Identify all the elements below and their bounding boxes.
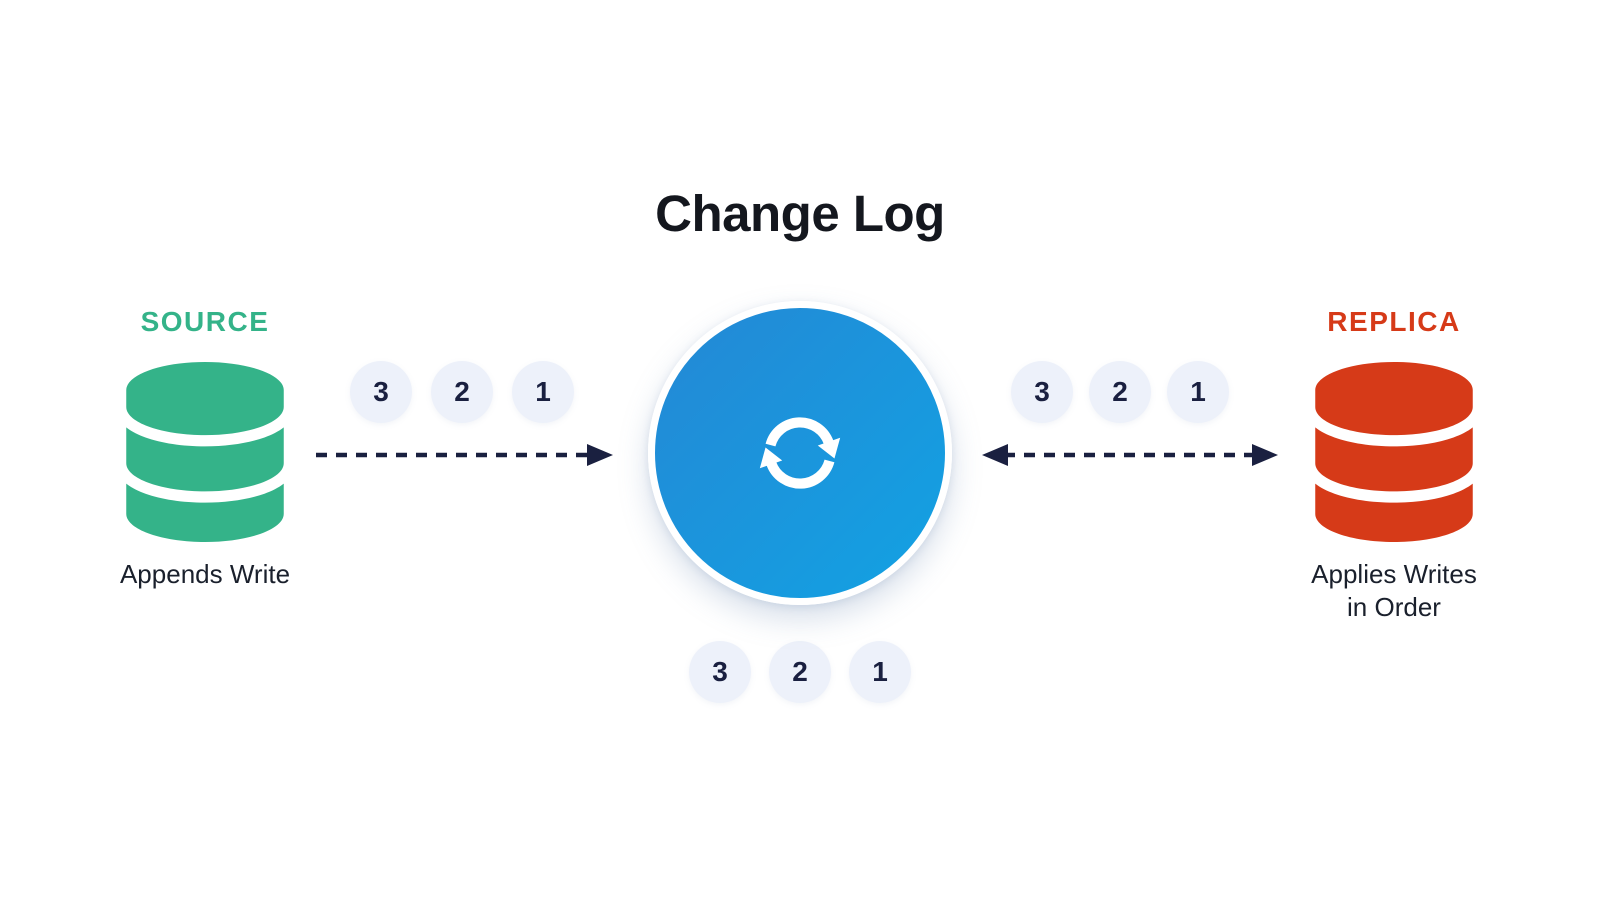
source-label: SOURCE bbox=[140, 306, 270, 337]
badge-left-2: 2 bbox=[431, 361, 493, 423]
source-section: SOURCE Appends Write bbox=[95, 306, 315, 591]
source-caption: Appends Write bbox=[119, 559, 291, 589]
badge-label: 1 bbox=[872, 656, 888, 687]
dashed-arrow-double-icon bbox=[982, 444, 1278, 466]
replica-database-icon bbox=[1315, 362, 1473, 542]
badge-label: 2 bbox=[1112, 376, 1128, 407]
dashed-arrow-right-icon bbox=[316, 444, 613, 466]
badge-left-3: 3 bbox=[350, 361, 412, 423]
badge-label: 1 bbox=[535, 376, 551, 407]
badge-right-1: 1 bbox=[1167, 361, 1229, 423]
replica-section: REPLICA Applies Writes in Order bbox=[1284, 306, 1504, 624]
badge-left-1: 1 bbox=[512, 361, 574, 423]
badge-label: 2 bbox=[454, 376, 470, 407]
replica-caption-line2: in Order bbox=[1347, 592, 1441, 622]
badge-label: 2 bbox=[792, 656, 808, 687]
badge-label: 3 bbox=[1034, 376, 1050, 407]
badge-bottom-3: 3 bbox=[689, 641, 751, 703]
badge-bottom-1: 1 bbox=[849, 641, 911, 703]
replica-label: REPLICA bbox=[1327, 306, 1461, 337]
badge-right-3: 3 bbox=[1011, 361, 1073, 423]
change-log-hub bbox=[648, 301, 952, 605]
page-title: Change Log bbox=[655, 185, 945, 242]
badge-label: 3 bbox=[712, 656, 728, 687]
badge-right-2: 2 bbox=[1089, 361, 1151, 423]
sync-icon bbox=[759, 417, 841, 489]
badge-label: 3 bbox=[373, 376, 389, 407]
replica-caption: Applies Writes in Order bbox=[1284, 558, 1504, 624]
badge-bottom-2: 2 bbox=[769, 641, 831, 703]
badge-label: 1 bbox=[1190, 376, 1206, 407]
source-database-icon bbox=[126, 362, 284, 542]
replica-caption-line1: Applies Writes bbox=[1311, 559, 1477, 589]
